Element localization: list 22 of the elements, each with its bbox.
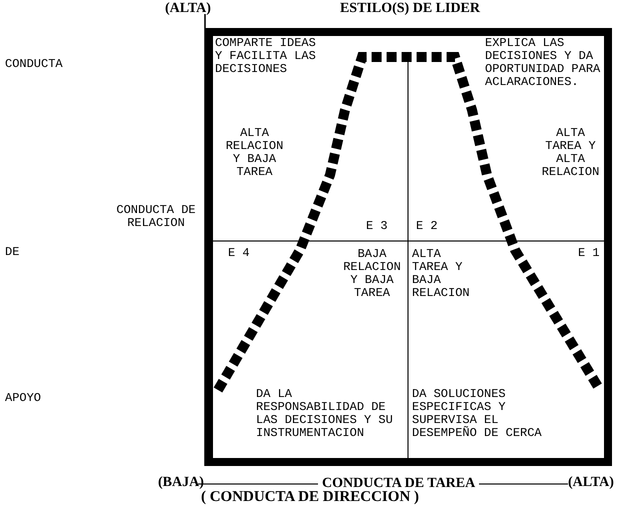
quadrant-label: BAJA RELACION Y BAJA TAREA xyxy=(342,248,402,300)
axis-title: DE xyxy=(5,246,20,259)
style-code: E 2 xyxy=(416,220,438,233)
axis-subtitle: ( CONDUCTA DE DIRECCION ) xyxy=(200,491,420,504)
quadrant-label: ALTA RELACION Y BAJA TAREA xyxy=(224,127,284,179)
style-code: E 3 xyxy=(366,220,388,233)
style-description: EXPLICA LAS DECISIONES Y DA OPORTUNIDAD PARA ACLARACIONES. xyxy=(485,37,602,89)
axis-title: CONDUCTA DE TAREA xyxy=(318,477,480,490)
style-description: COMPARTE IDEAS Y FACILITA LAS DECISIONES xyxy=(215,37,317,76)
style-description: DA LA RESPONSABILIDAD DE LAS DECISIONES Y SU INSTRUMENTACION xyxy=(256,388,394,440)
style-description: DA SOLUCIONES ESPECIFICAS Y SUPERVISA EL DESEMPEÑO DE CERCA xyxy=(412,388,543,440)
axis-title: CONDUCTA xyxy=(5,58,63,71)
axis-end-label: (ALTA) xyxy=(568,476,614,489)
axis-title: APOYO xyxy=(5,392,42,405)
chart-title: ESTILO(S) DE LIDER xyxy=(338,2,482,15)
quadrant-label: ALTA TAREA Y BAJA RELACION xyxy=(412,248,471,300)
axis-title: CONDUCTA DE RELACION xyxy=(115,204,197,230)
quadrant-label: ALTA TAREA Y ALTA RELACION xyxy=(540,127,600,179)
axis-end-label: (ALTA) xyxy=(165,2,211,15)
axis-end-label: (BAJA) xyxy=(158,476,204,489)
style-code: E 1 xyxy=(578,247,600,260)
style-code: E 4 xyxy=(228,247,250,260)
